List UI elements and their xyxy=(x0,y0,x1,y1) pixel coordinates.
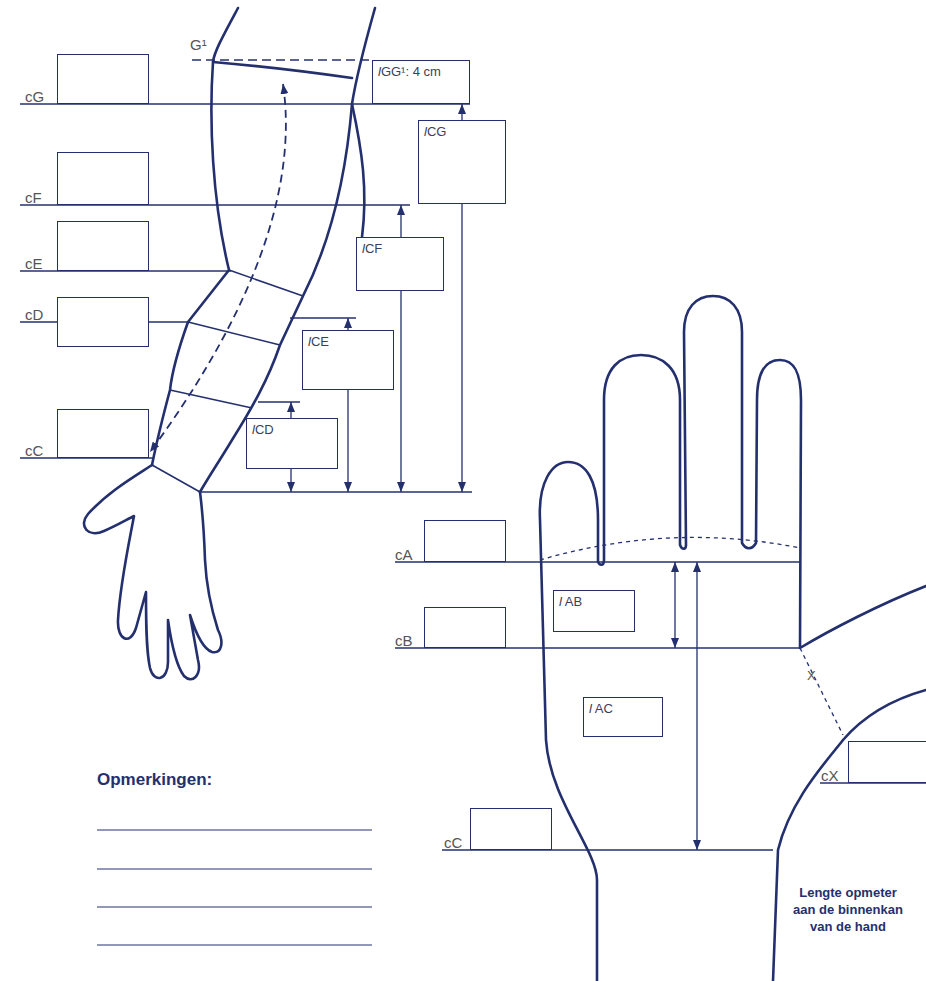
length-label: lCF xyxy=(362,241,382,256)
dimension-arrow xyxy=(400,205,401,237)
measure-label: cE xyxy=(25,255,43,272)
length-box: lGG¹: 4 cm xyxy=(372,60,470,104)
note-line xyxy=(97,830,372,831)
point-label: X xyxy=(807,668,816,683)
length-label: l AC xyxy=(589,701,613,716)
dimension-arrow xyxy=(461,204,462,492)
measure-label: cC xyxy=(25,442,43,459)
length-box: lCE xyxy=(302,330,394,390)
dimension-arrow xyxy=(347,318,348,330)
hand-outline xyxy=(773,690,926,981)
dimension-arrow xyxy=(290,402,291,418)
dimension-arrow xyxy=(290,469,291,492)
dimension-arrow xyxy=(461,104,462,120)
base-line xyxy=(200,491,472,492)
point-label: G¹ xyxy=(190,36,207,53)
note-line xyxy=(97,869,372,870)
length-label: lCD xyxy=(252,422,274,437)
g1-dashed-line xyxy=(192,59,372,61)
arm-outline xyxy=(152,8,238,465)
body-outline xyxy=(352,104,364,237)
length-label: lCE xyxy=(308,334,329,349)
note-line xyxy=(97,945,372,946)
measure-label: cF xyxy=(25,189,42,206)
zone-line xyxy=(188,322,280,345)
circumference-box: cC xyxy=(57,409,149,458)
length-box: lCF xyxy=(356,237,444,291)
circumference-box: cD xyxy=(57,297,149,347)
length-box: lCD xyxy=(246,418,338,469)
length-box: lCG xyxy=(418,120,506,204)
measure-label: cB xyxy=(395,632,413,649)
dimension-arrow xyxy=(674,562,675,648)
notes-heading: Opmerkingen: xyxy=(97,770,212,790)
circumference-box: cC xyxy=(470,808,552,850)
circumference-box: cA xyxy=(424,520,506,562)
length-box: l AB xyxy=(553,590,635,632)
measure-label: cG xyxy=(25,88,44,105)
length-label: lCG xyxy=(424,124,446,139)
circumference-box: cX xyxy=(848,741,926,783)
length-box: l AC xyxy=(583,697,663,737)
sleeve-edge xyxy=(213,62,352,78)
length-label: lGG¹: 4 cm xyxy=(378,64,441,79)
circumference-box: cB xyxy=(424,607,506,648)
level-tick xyxy=(258,401,300,402)
measure-label: cX xyxy=(821,767,839,784)
hand-outline xyxy=(84,465,221,679)
level-tick xyxy=(290,317,356,318)
hand-outline xyxy=(540,296,926,981)
circumference-box: cG xyxy=(57,54,149,104)
dimension-arrow xyxy=(347,390,348,492)
finger-base-curve xyxy=(540,537,800,560)
measure-label: cD xyxy=(25,306,43,323)
thumb-line xyxy=(800,648,843,735)
circumference-box: cE xyxy=(57,221,149,271)
wrist-line xyxy=(152,465,200,492)
arm-outline xyxy=(200,8,375,492)
zone-line xyxy=(229,270,303,296)
measure-label: cA xyxy=(395,546,413,563)
length-label: l AB xyxy=(559,594,582,609)
measure-label: cC xyxy=(444,834,462,851)
dimension-arrow xyxy=(696,562,697,850)
circumference-box: cF xyxy=(57,152,149,205)
instruction-note: Lengte opmeter aan de binnenkan van de h… xyxy=(790,884,906,935)
dimension-arrow xyxy=(400,291,401,492)
length-arrow xyxy=(150,84,286,452)
note-line xyxy=(97,907,372,908)
